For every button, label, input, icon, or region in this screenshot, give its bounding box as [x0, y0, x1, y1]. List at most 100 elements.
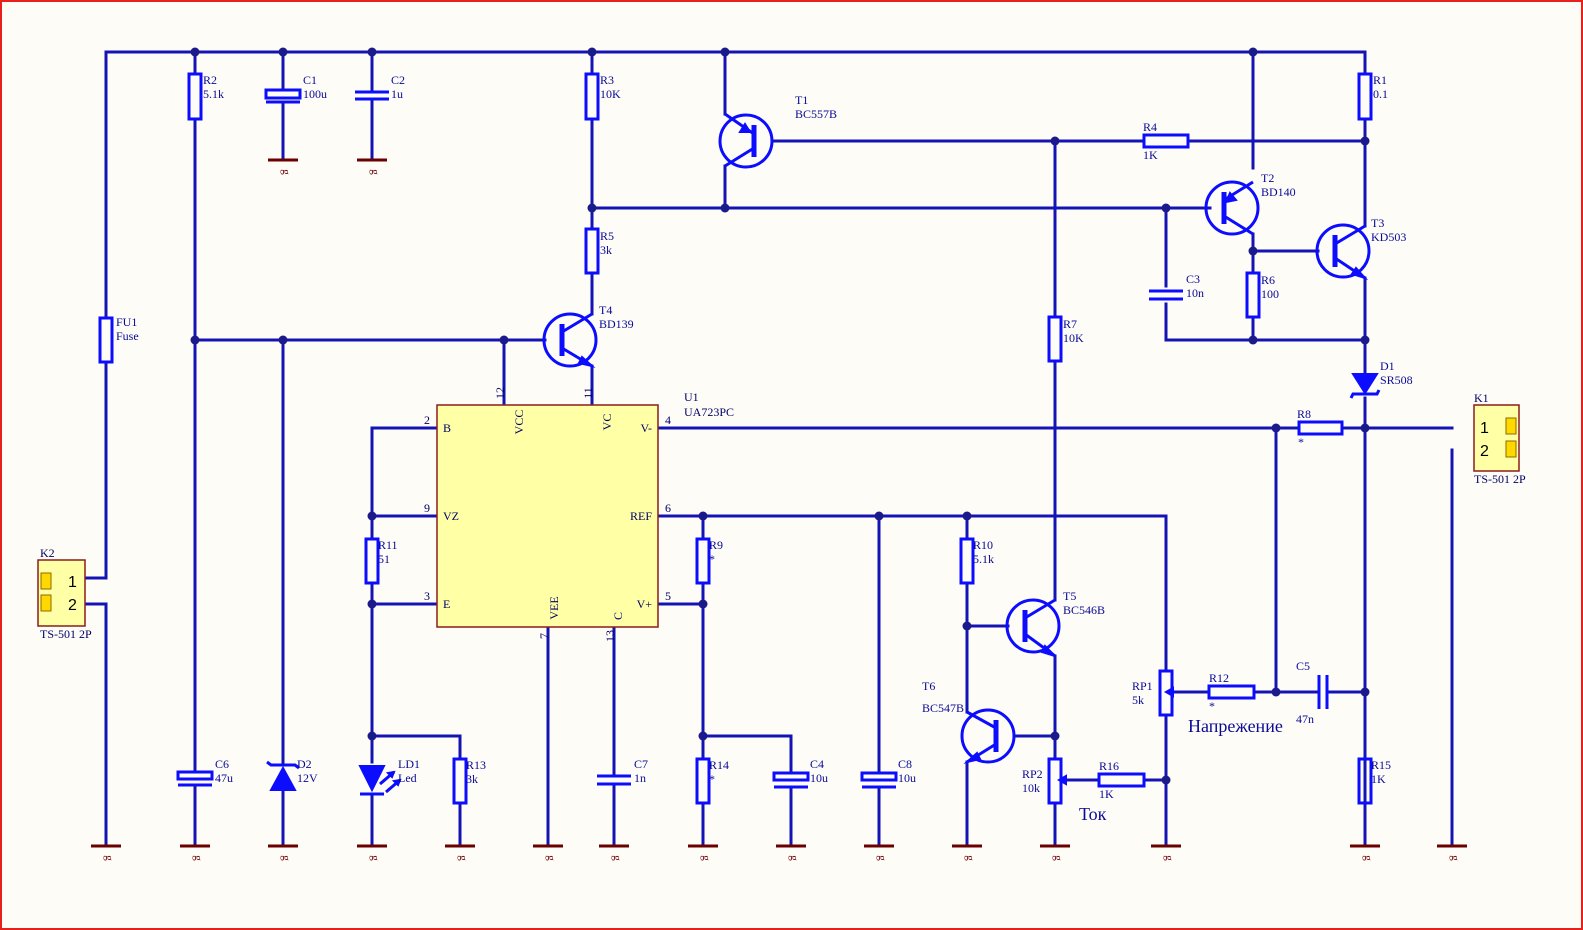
- svg-text:C1: C1: [303, 73, 317, 87]
- svg-text:1K: 1K: [1099, 787, 1114, 801]
- transistor-t3[interactable]: T3 KD503: [1315, 216, 1406, 281]
- svg-text:R3: R3: [600, 73, 614, 87]
- potentiometer-rp2[interactable]: RP2 10k: [1022, 757, 1067, 805]
- svg-text:R7: R7: [1063, 317, 1077, 331]
- resistor-r2[interactable]: R2 5.1k: [187, 72, 224, 121]
- svg-text:1: 1: [1480, 420, 1489, 437]
- svg-text:C4: C4: [810, 757, 824, 771]
- svg-text:*: *: [709, 772, 715, 786]
- connector-k2[interactable]: 1 2 K2 TS-501 2P: [37, 546, 92, 641]
- capacitor-c1[interactable]: C1 100u: [264, 73, 327, 104]
- svg-text:9: 9: [424, 501, 430, 515]
- resistor-r1[interactable]: R1 0.1: [1357, 72, 1388, 121]
- ic-u1[interactable]: U1 UA723PC B VZ E 2 9 3 V- REF V+ 4 6 5 …: [424, 387, 734, 642]
- resistor-r15[interactable]: R15 1K: [1357, 757, 1391, 805]
- svg-text:C: C: [611, 612, 625, 620]
- svg-text:R6: R6: [1261, 273, 1275, 287]
- svg-text:R1: R1: [1373, 73, 1387, 87]
- fuse-fu1[interactable]: FU1 Fuse: [98, 315, 139, 364]
- svg-text:R16: R16: [1099, 759, 1119, 773]
- svg-text:RP1: RP1: [1132, 679, 1153, 693]
- capacitor-c4[interactable]: C4 10u: [772, 757, 828, 789]
- resistor-r9[interactable]: R9 *: [695, 537, 723, 585]
- resistor-r16[interactable]: R16 1K: [1097, 759, 1146, 801]
- svg-text:C3: C3: [1186, 272, 1200, 286]
- svg-text:g: g: [1362, 855, 1374, 861]
- svg-text:LD1: LD1: [398, 757, 420, 771]
- svg-text:C6: C6: [215, 757, 229, 771]
- svg-text:V+: V+: [637, 597, 653, 611]
- svg-text:UA723PC: UA723PC: [684, 405, 734, 419]
- svg-text:C5: C5: [1296, 659, 1310, 673]
- svg-text:K1: K1: [1474, 391, 1489, 405]
- svg-text:VCC: VCC: [512, 410, 526, 435]
- capacitor-c7[interactable]: C7 1n: [597, 757, 648, 786]
- resistor-r6[interactable]: R6 100: [1245, 271, 1279, 319]
- svg-text:SR508: SR508: [1380, 373, 1413, 387]
- svg-text:2: 2: [1480, 443, 1489, 460]
- capacitor-c5[interactable]: C5 47n: [1296, 659, 1329, 726]
- svg-text:KD503: KD503: [1371, 230, 1406, 244]
- resistor-r14[interactable]: R14 *: [695, 757, 729, 805]
- svg-text:BD140: BD140: [1261, 185, 1296, 199]
- svg-text:C7: C7: [634, 757, 648, 771]
- svg-text:R9: R9: [709, 538, 723, 552]
- svg-text:13: 13: [603, 630, 617, 642]
- svg-text:g: g: [280, 169, 292, 175]
- svg-text:g: g: [700, 855, 712, 861]
- svg-text:T5: T5: [1063, 589, 1076, 603]
- svg-text:U1: U1: [684, 390, 699, 404]
- resistor-r10[interactable]: R10 5.1k: [959, 537, 994, 585]
- svg-text:2: 2: [68, 597, 77, 614]
- svg-text:0.1: 0.1: [1373, 87, 1388, 101]
- capacitor-c6[interactable]: C6 47u: [176, 757, 233, 787]
- resistor-r13[interactable]: R13 3k: [452, 757, 486, 805]
- svg-text:V-: V-: [640, 421, 652, 435]
- svg-text:4: 4: [665, 413, 671, 427]
- svg-text:BC547B: BC547B: [922, 701, 964, 715]
- resistor-r11[interactable]: R11 51: [364, 537, 398, 585]
- transistor-t6[interactable]: T6 BC547B: [922, 679, 1016, 764]
- svg-text:3: 3: [424, 589, 430, 603]
- resistor-r3[interactable]: R3 10K: [584, 72, 621, 121]
- svg-text:g: g: [964, 855, 976, 861]
- transistor-t5[interactable]: T5 BC546B: [1005, 589, 1105, 658]
- svg-text:T3: T3: [1371, 216, 1384, 230]
- svg-text:R13: R13: [466, 758, 486, 772]
- transistor-t1[interactable]: T1 BC557B: [718, 93, 837, 169]
- svg-text:12: 12: [493, 387, 507, 399]
- svg-text:C2: C2: [391, 73, 405, 87]
- zener-d2[interactable]: D2 12V: [266, 757, 318, 791]
- svg-text:R15: R15: [1371, 758, 1391, 772]
- led-ld1[interactable]: LD1 Led: [358, 757, 420, 796]
- svg-text:RP2: RP2: [1022, 767, 1043, 781]
- svg-text:1u: 1u: [391, 87, 403, 101]
- transistor-t2[interactable]: T2 BD140: [1204, 171, 1296, 236]
- potentiometer-rp1[interactable]: RP1 5k: [1132, 669, 1176, 717]
- svg-text:10k: 10k: [1022, 781, 1040, 795]
- svg-text:g: g: [369, 169, 381, 175]
- voltage-label: Напрежение: [1188, 716, 1283, 736]
- resistor-r12[interactable]: R12 *: [1207, 671, 1256, 713]
- resistor-r4[interactable]: R4 1K: [1142, 120, 1190, 162]
- connector-k1[interactable]: 1 2 K1 TS-501 2P: [1473, 391, 1526, 486]
- svg-text:R11: R11: [378, 538, 398, 552]
- svg-text:g: g: [1163, 855, 1175, 861]
- capacitor-c8[interactable]: C8 10u: [860, 757, 916, 789]
- svg-text:BD139: BD139: [599, 317, 634, 331]
- svg-text:g: g: [192, 855, 204, 861]
- resistor-r5[interactable]: R5 3k: [584, 227, 614, 275]
- resistor-r7[interactable]: R7 10K: [1047, 315, 1084, 363]
- svg-text:R8: R8: [1297, 407, 1311, 421]
- svg-text:R12: R12: [1209, 671, 1229, 685]
- svg-text:VC: VC: [600, 414, 614, 431]
- svg-text:REF: REF: [630, 509, 652, 523]
- svg-text:E: E: [443, 597, 450, 611]
- svg-text:g: g: [788, 855, 800, 861]
- diode-d1[interactable]: D1 SR508: [1349, 359, 1413, 399]
- capacitor-c3[interactable]: C3 10n: [1149, 272, 1204, 301]
- capacitor-c2[interactable]: C2 1u: [355, 73, 405, 101]
- resistor-r8[interactable]: R8 *: [1297, 407, 1344, 449]
- transistor-t4[interactable]: T4 BD139: [542, 303, 634, 368]
- svg-text:R4: R4: [1143, 120, 1157, 134]
